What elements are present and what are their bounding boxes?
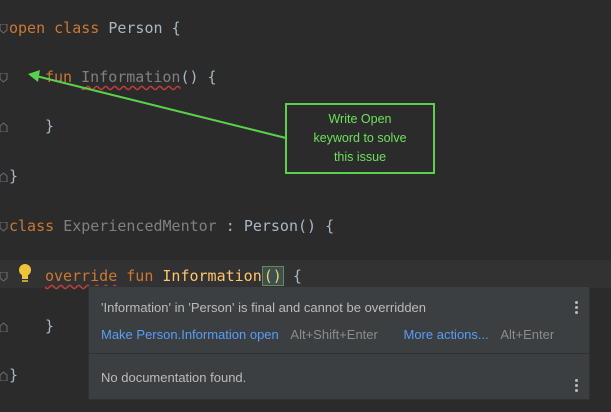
keyword-open: open xyxy=(9,19,46,37)
keyword-fun: fun xyxy=(126,267,154,285)
current-line-highlight xyxy=(0,260,611,288)
matched-parens: () xyxy=(261,266,284,286)
fold-marker-icon[interactable] xyxy=(0,272,8,282)
keyword-class: class xyxy=(54,19,100,37)
brace: } xyxy=(9,366,19,384)
more-actions-shortcut: Alt+Enter xyxy=(500,327,555,342)
annotation-callout: Write Open keyword to solve this issue xyxy=(285,103,435,174)
code-line-3: } xyxy=(45,116,54,136)
fold-marker-icon[interactable] xyxy=(0,172,8,182)
code-line-6: override fun Information() { xyxy=(45,266,302,286)
more-actions-link[interactable]: More actions... xyxy=(403,327,489,342)
keyword-override[interactable]: override xyxy=(45,267,118,285)
error-message: 'Information' in 'Person' is final and c… xyxy=(101,300,427,315)
class-name-person[interactable]: Person xyxy=(108,19,163,37)
keyword-fun: fun xyxy=(45,68,73,86)
code-line-7: } xyxy=(45,316,54,336)
fold-marker-icon[interactable] xyxy=(0,222,8,232)
parent-class-person[interactable]: Person xyxy=(243,217,298,235)
brace: { xyxy=(171,19,181,37)
function-name-information[interactable]: Information xyxy=(162,267,262,285)
fold-marker-icon[interactable] xyxy=(0,122,8,132)
colon: : xyxy=(216,217,244,235)
function-signature-rest: () { xyxy=(180,68,217,86)
callout-line-2: keyword to solve xyxy=(313,131,407,145)
quick-fix-row: Make Person.Information open Alt+Shift+E… xyxy=(101,327,554,342)
fold-marker-icon[interactable] xyxy=(0,322,8,332)
code-line-4: } xyxy=(9,166,18,186)
make-open-fix-link[interactable]: Make Person.Information open xyxy=(101,327,279,342)
code-line-5: class ExperiencedMentor : Person() { xyxy=(9,216,334,236)
code-line-1: open class Person { xyxy=(9,18,181,38)
doc-options-icon[interactable] xyxy=(575,379,579,394)
code-line-2: fun Information() { xyxy=(45,67,217,87)
fix-shortcut: Alt+Shift+Enter xyxy=(290,327,378,342)
more-options-icon[interactable] xyxy=(575,301,579,316)
inspection-popup: 'Information' in 'Person' is final and c… xyxy=(89,287,589,399)
lightbulb-icon[interactable] xyxy=(17,263,33,283)
documentation-text: No documentation found. xyxy=(101,370,247,385)
callout-line-3: this issue xyxy=(333,150,387,164)
code-line-8: } xyxy=(9,365,18,385)
brace: } xyxy=(45,317,55,335)
fold-marker-icon[interactable] xyxy=(0,371,8,381)
callout-line-1: Write Open xyxy=(328,112,392,126)
brace: { xyxy=(292,267,302,285)
function-name-information[interactable]: Information xyxy=(81,68,181,86)
fold-marker-icon[interactable] xyxy=(0,73,8,83)
popup-divider xyxy=(89,353,589,354)
brace: } xyxy=(45,117,55,135)
brace: } xyxy=(9,167,19,185)
fold-marker-icon[interactable] xyxy=(0,24,8,34)
class-name-experienced-mentor[interactable]: ExperiencedMentor xyxy=(63,217,217,235)
constructor-call: () { xyxy=(298,217,335,235)
keyword-class: class xyxy=(9,217,55,235)
